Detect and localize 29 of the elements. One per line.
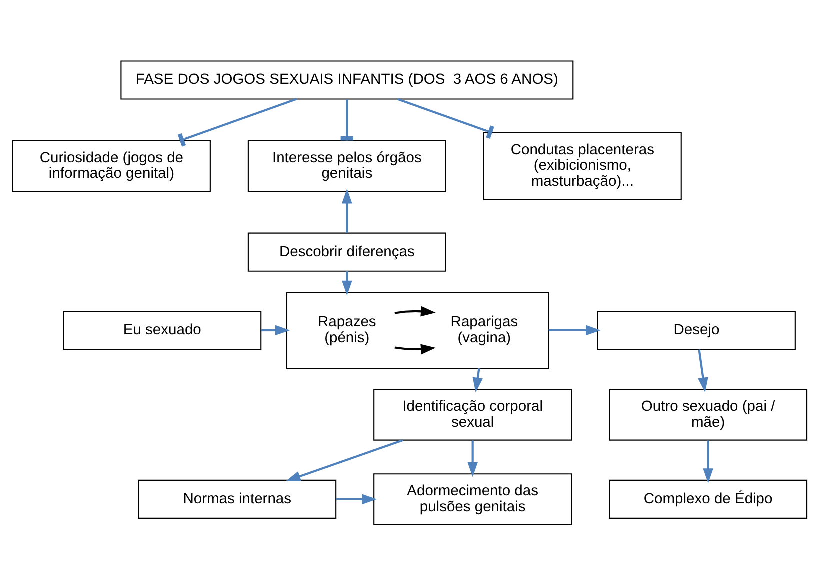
arrow <box>261 324 290 336</box>
node-box: FASE DOS JOGOS SEXUAIS INFANTIS (DOS 3 AOS 6 ANOS) <box>120 60 574 100</box>
node-box: Curiosidade (jogos de informação genital) <box>12 140 211 192</box>
node-box: Condutas placenteras (exibicionismo, masturbação)... <box>483 132 682 200</box>
arrow <box>342 188 352 233</box>
node-box: Complexo de Édipo <box>609 479 808 518</box>
node-box: Identificação corporal sexual <box>374 388 572 440</box>
arrow <box>703 440 714 483</box>
node-box: Descobrir diferenças <box>248 232 446 272</box>
arrow <box>394 344 436 354</box>
node-box: Normas internas <box>138 479 337 518</box>
node-box: Adormecimento das pulsões genitais <box>374 473 572 525</box>
node-box: Interesse pelos órgãos genitais <box>248 140 446 192</box>
arrow <box>342 270 352 296</box>
arrow <box>472 368 484 392</box>
arrow <box>394 306 436 316</box>
node-text: Raparigas (vagina) <box>450 314 518 346</box>
node-box: Desejo <box>597 310 796 350</box>
arrow <box>698 349 708 392</box>
connector <box>178 98 298 146</box>
cluster <box>286 291 550 369</box>
arrow <box>548 324 601 336</box>
node-text: Rapazes (pénis) <box>318 314 376 346</box>
arrow <box>336 494 378 504</box>
arrow <box>468 440 478 477</box>
arrow <box>286 438 404 481</box>
node-box: Eu sexuado <box>63 310 262 350</box>
node-box: Outro sexuado (pai / mãe) <box>609 388 808 440</box>
connector <box>397 98 494 138</box>
